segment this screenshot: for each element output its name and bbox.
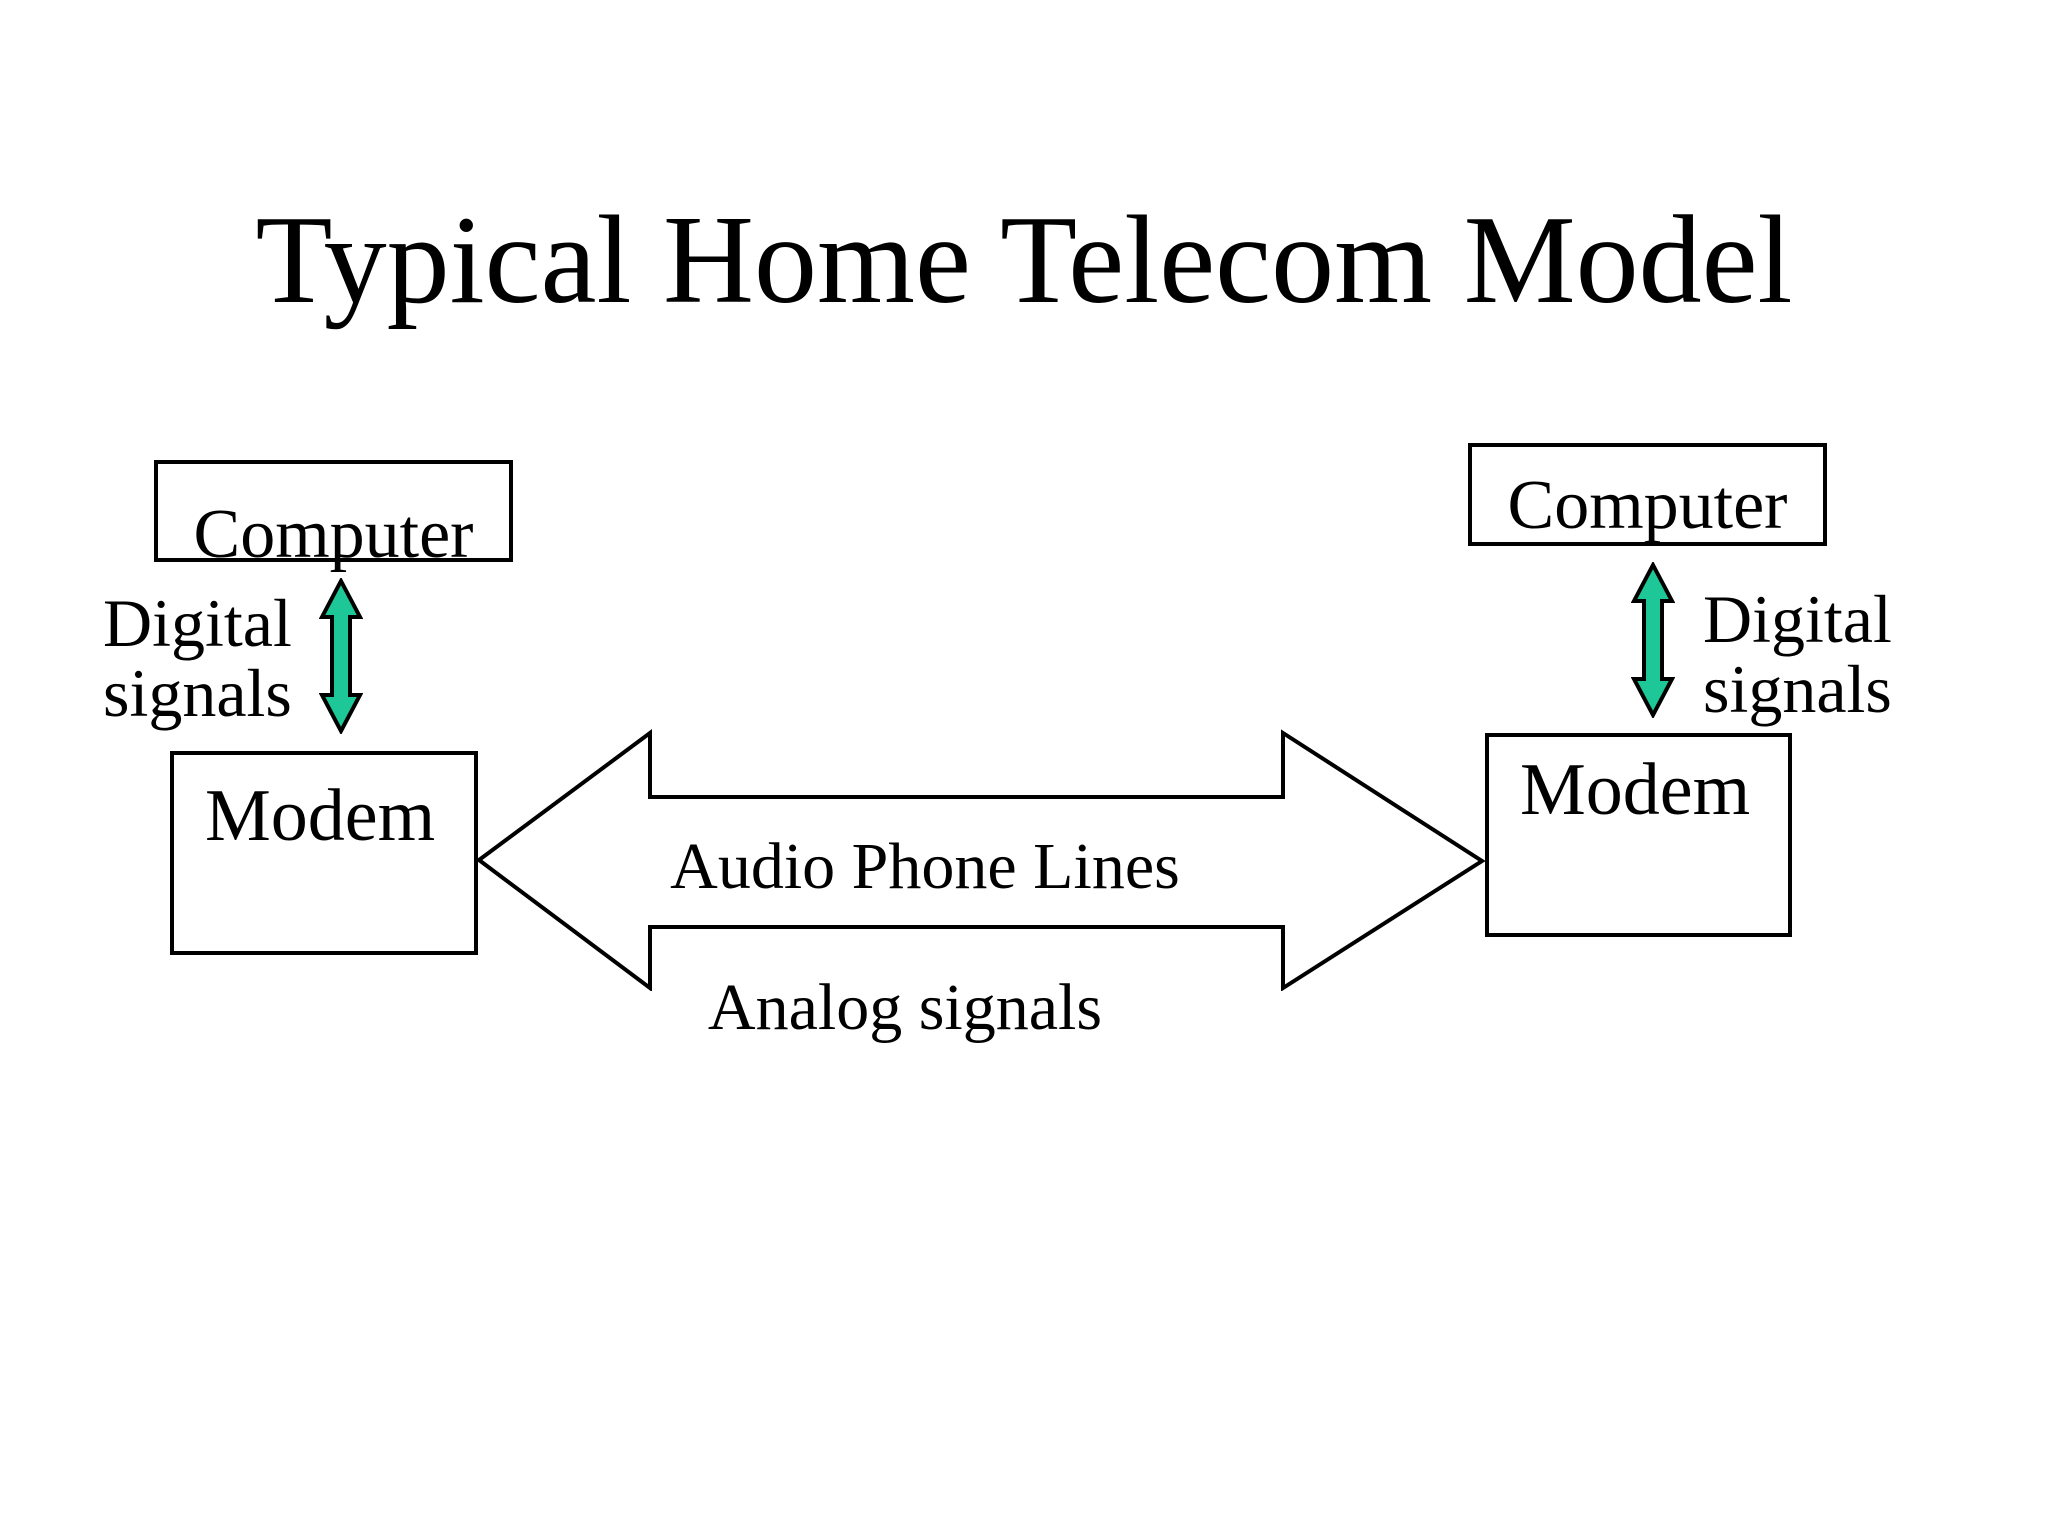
digital-signals-label-left-line2: signals	[103, 655, 292, 731]
digital-signals-label-right-line2: signals	[1703, 651, 1892, 727]
digital-signals-label-right: Digital signals	[1703, 584, 1892, 724]
slide-title: Typical Home Telecom Model	[255, 191, 1793, 330]
digital-signals-label-right-line1: Digital	[1703, 581, 1892, 657]
double-arrow-vertical-right-icon	[1631, 562, 1675, 718]
double-arrow-vertical-left-icon	[319, 578, 363, 734]
modem-label-right: Modem	[1520, 749, 1751, 831]
modem-box-left: Modem	[170, 751, 478, 955]
computer-label-left: Computer	[193, 496, 474, 573]
modem-box-right: Modem	[1485, 733, 1792, 937]
double-arrow-horizontal-phone-line-icon	[476, 729, 1486, 991]
double-arrow-vertical-left-shape	[319, 578, 363, 734]
double-arrow-vertical-right-shape	[1631, 562, 1675, 718]
audio-phone-lines-label: Audio Phone Lines	[670, 830, 1180, 903]
computer-box-right: Computer	[1468, 443, 1827, 546]
double-arrow-horizontal-shape	[476, 729, 1486, 991]
digital-signals-label-left: Digital signals	[103, 588, 292, 728]
computer-box-left: Computer	[154, 460, 513, 570]
digital-signals-label-left-line1: Digital	[103, 585, 292, 661]
computer-label-right: Computer	[1507, 467, 1788, 544]
modem-label-left: Modem	[205, 775, 436, 857]
analog-signals-label: Analog signals	[707, 971, 1103, 1044]
